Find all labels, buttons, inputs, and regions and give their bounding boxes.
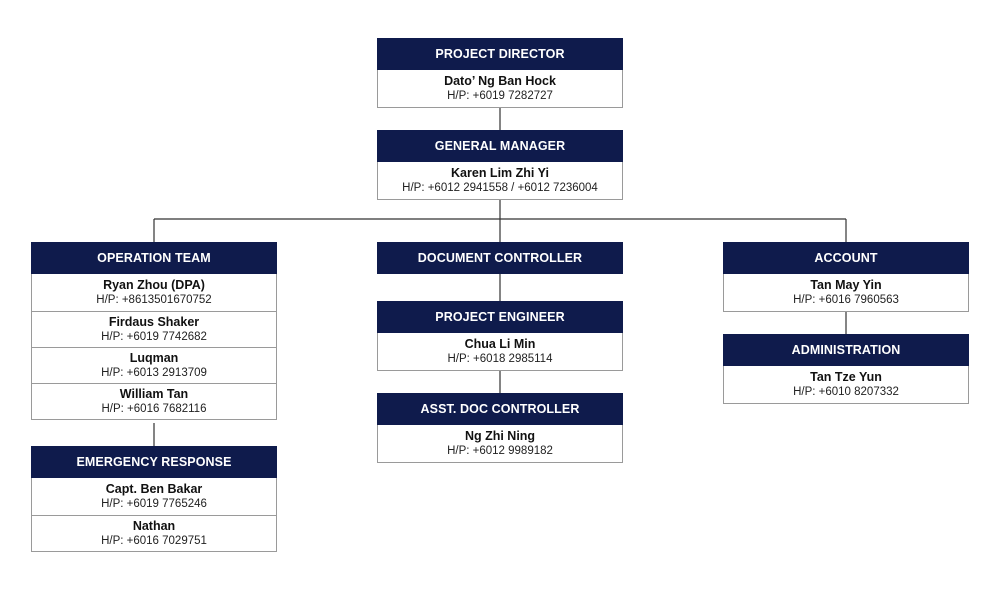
asst-doc-controller-members: Ng Zhi Ning H/P: +6012 9989182 xyxy=(377,425,623,463)
project-engineer-box: PROJECT ENGINEER Chua Li Min H/P: +6018 … xyxy=(377,301,623,371)
member-card: Chua Li Min H/P: +6018 2985114 xyxy=(378,333,622,370)
member-phone: H/P: +6019 7282727 xyxy=(447,90,553,102)
administration-header: ADMINISTRATION xyxy=(723,334,969,366)
member-name: Luqman xyxy=(129,351,179,365)
member-name: Ryan Zhou (DPA) xyxy=(103,278,205,292)
operation-team-header: OPERATION TEAM xyxy=(31,242,277,274)
project-director-members: Dato’ Ng Ban Hock H/P: +6019 7282727 xyxy=(377,70,623,108)
member-phone: H/P: +6012 2941558 / +6012 7236004 xyxy=(402,182,598,194)
account-box: ACCOUNT Tan May Yin H/P: +6016 7960563 xyxy=(723,242,969,312)
administration-members: Tan Tze Yun H/P: +6010 8207332 xyxy=(723,366,969,404)
member-phone: H/P: +6019 7765246 xyxy=(101,498,207,510)
member-name: Karen Lim Zhi Yi xyxy=(451,166,549,180)
member-card: Dato’ Ng Ban Hock H/P: +6019 7282727 xyxy=(378,70,622,107)
general-manager-box: GENERAL MANAGER Karen Lim Zhi Yi H/P: +6… xyxy=(377,130,623,200)
member-name: Firdaus Shaker xyxy=(108,315,200,329)
member-phone: H/P: +8613501670752 xyxy=(96,294,212,306)
emergency-response-box: EMERGENCY RESPONSE Capt. Ben Bakar H/P: … xyxy=(31,446,277,552)
member-phone: H/P: +6012 9989182 xyxy=(447,445,553,457)
member-phone: H/P: +6016 7960563 xyxy=(793,294,899,306)
member-card: Tan May Yin H/P: +6016 7960563 xyxy=(724,274,968,311)
member-phone: H/P: +6013 2913709 xyxy=(101,367,207,379)
member-phone: H/P: +6018 2985114 xyxy=(447,353,553,365)
member-name: Dato’ Ng Ban Hock xyxy=(444,74,556,88)
member-name: William Tan xyxy=(119,387,189,401)
asst-doc-controller-header: ASST. DOC CONTROLLER xyxy=(377,393,623,425)
member-card: Nathan H/P: +6016 7029751 xyxy=(32,515,276,551)
member-card: William Tan H/P: +6016 7682116 xyxy=(32,383,276,419)
member-card: Tan Tze Yun H/P: +6010 8207332 xyxy=(724,366,968,403)
member-phone: H/P: +6016 7029751 xyxy=(101,535,207,547)
emergency-response-members: Capt. Ben Bakar H/P: +6019 7765246 Natha… xyxy=(31,478,277,552)
member-name: Capt. Ben Bakar xyxy=(105,482,203,496)
document-controller-header: DOCUMENT CONTROLLER xyxy=(377,242,623,274)
operation-team-box: OPERATION TEAM Ryan Zhou (DPA) H/P: +861… xyxy=(31,242,277,420)
member-name: Tan Tze Yun xyxy=(810,370,882,384)
member-card: Ryan Zhou (DPA) H/P: +8613501670752 xyxy=(32,274,276,311)
member-name: Chua Li Min xyxy=(464,337,536,351)
asst-doc-controller-box: ASST. DOC CONTROLLER Ng Zhi Ning H/P: +6… xyxy=(377,393,623,463)
account-members: Tan May Yin H/P: +6016 7960563 xyxy=(723,274,969,312)
emergency-response-header: EMERGENCY RESPONSE xyxy=(31,446,277,478)
member-name: Ng Zhi Ning xyxy=(464,429,536,443)
operation-team-members: Ryan Zhou (DPA) H/P: +8613501670752 Fird… xyxy=(31,274,277,420)
member-name: Tan May Yin xyxy=(810,278,882,292)
general-manager-header: GENERAL MANAGER xyxy=(377,130,623,162)
account-header: ACCOUNT xyxy=(723,242,969,274)
member-card: Karen Lim Zhi Yi H/P: +6012 2941558 / +6… xyxy=(378,162,622,199)
member-phone: H/P: +6019 7742682 xyxy=(101,331,207,343)
member-phone: H/P: +6010 8207332 xyxy=(793,386,899,398)
member-card: Luqman H/P: +6013 2913709 xyxy=(32,347,276,383)
member-card: Ng Zhi Ning H/P: +6012 9989182 xyxy=(378,425,622,462)
project-director-box: PROJECT DIRECTOR Dato’ Ng Ban Hock H/P: … xyxy=(377,38,623,108)
member-name: Nathan xyxy=(132,519,176,533)
general-manager-members: Karen Lim Zhi Yi H/P: +6012 2941558 / +6… xyxy=(377,162,623,200)
member-phone: H/P: +6016 7682116 xyxy=(101,403,207,415)
project-director-header: PROJECT DIRECTOR xyxy=(377,38,623,70)
document-controller-box: DOCUMENT CONTROLLER xyxy=(377,242,623,274)
administration-box: ADMINISTRATION Tan Tze Yun H/P: +6010 82… xyxy=(723,334,969,404)
member-card: Capt. Ben Bakar H/P: +6019 7765246 xyxy=(32,478,276,515)
project-engineer-header: PROJECT ENGINEER xyxy=(377,301,623,333)
project-engineer-members: Chua Li Min H/P: +6018 2985114 xyxy=(377,333,623,371)
member-card: Firdaus Shaker H/P: +6019 7742682 xyxy=(32,311,276,347)
